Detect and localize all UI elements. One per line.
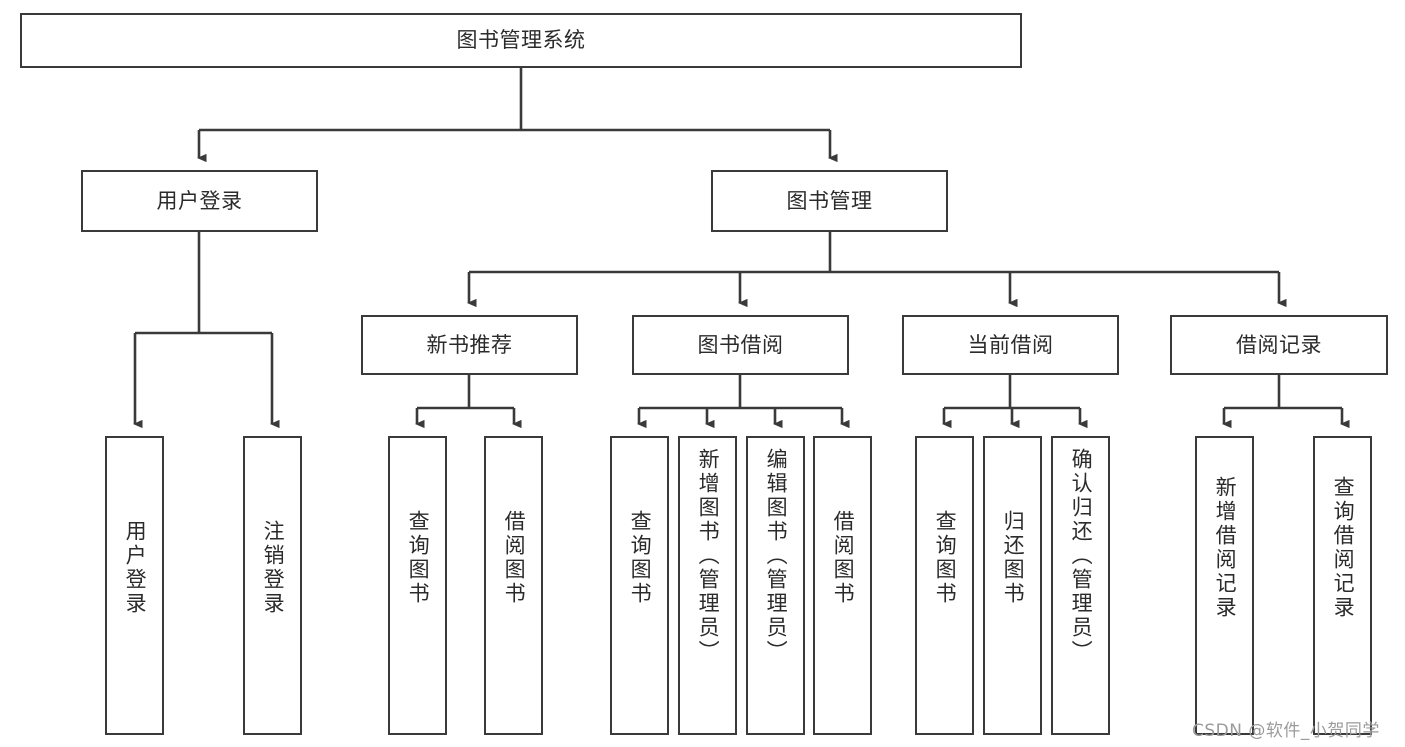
leaf-add-record-label: 新增借阅记录 [1213, 476, 1238, 620]
node-book-borrow[interactable]: 图书借阅 [632, 315, 849, 375]
node-borrow-record[interactable]: 借阅记录 [1170, 315, 1388, 375]
leaf-borrow-book-2-label: 借阅图书 [831, 510, 856, 606]
leaf-add-book-label: 新增图书（管理员） [696, 448, 721, 664]
leaf-edit-book[interactable]: 编辑图书（管理员） [746, 436, 805, 735]
node-new-book-recommend[interactable]: 新书推荐 [361, 315, 578, 375]
node-book-manage-label: 图书管理 [786, 188, 873, 213]
leaf-borrow-book-2[interactable]: 借阅图书 [813, 436, 872, 735]
leaf-add-record[interactable]: 新增借阅记录 [1195, 436, 1254, 735]
leaf-query-record[interactable]: 查询借阅记录 [1313, 436, 1372, 735]
leaf-query-book-2[interactable]: 查询图书 [610, 436, 669, 735]
leaf-borrow-book-1-label: 借阅图书 [502, 510, 527, 606]
leaf-query-book-1-label: 查询图书 [406, 510, 431, 606]
leaf-user-logout-label: 注销登录 [261, 520, 286, 616]
watermark-csdn: CSDN @软件_小贺同学 [1192, 721, 1380, 741]
leaf-user-login-label: 用户登录 [123, 520, 148, 616]
leaf-query-book-3[interactable]: 查询图书 [915, 436, 974, 735]
leaf-query-record-label: 查询借阅记录 [1331, 476, 1356, 620]
leaf-confirm-return-label: 确认归还（管理员） [1069, 448, 1094, 664]
leaf-borrow-book-1[interactable]: 借阅图书 [484, 436, 543, 735]
node-new-book-recommend-label: 新书推荐 [426, 332, 513, 357]
leaf-user-login[interactable]: 用户登录 [105, 436, 164, 735]
leaf-query-book-3-label: 查询图书 [933, 510, 958, 606]
leaf-add-book[interactable]: 新增图书（管理员） [678, 436, 737, 735]
node-user-login-label: 用户登录 [156, 188, 243, 213]
leaf-return-book-label: 归还图书 [1001, 510, 1026, 606]
node-current-borrow-label: 当前借阅 [967, 332, 1054, 357]
node-book-manage[interactable]: 图书管理 [711, 170, 948, 232]
leaf-query-book-2-label: 查询图书 [628, 510, 653, 606]
node-current-borrow[interactable]: 当前借阅 [902, 315, 1119, 375]
leaf-edit-book-label: 编辑图书（管理员） [764, 448, 789, 664]
node-book-borrow-label: 图书借阅 [697, 332, 784, 357]
node-root[interactable]: 图书管理系统 [20, 13, 1022, 68]
node-user-login[interactable]: 用户登录 [81, 170, 318, 232]
leaf-return-book[interactable]: 归还图书 [983, 436, 1042, 735]
node-borrow-record-label: 借阅记录 [1236, 332, 1322, 357]
leaf-user-logout[interactable]: 注销登录 [243, 436, 302, 735]
node-root-label: 图书管理系统 [456, 28, 586, 53]
leaf-confirm-return[interactable]: 确认归还（管理员） [1051, 436, 1110, 735]
leaf-query-book-1[interactable]: 查询图书 [388, 436, 447, 735]
